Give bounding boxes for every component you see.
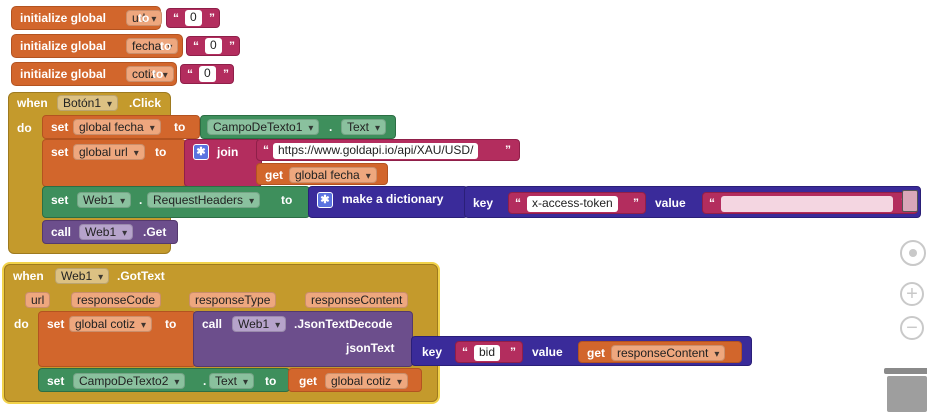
event-label: .GotText (117, 269, 165, 283)
var-field[interactable]: global fecha (73, 119, 161, 135)
init-label: initialize global (20, 39, 107, 53)
join-block[interactable]: ✱ join (184, 139, 262, 187)
init-fecha-string-block[interactable]: “ 0 ” (186, 36, 240, 56)
get-responsecontent-block[interactable]: get responseContent (578, 341, 742, 363)
key-label: key (422, 345, 443, 359)
set-global-fecha-block[interactable]: set global fecha to (42, 115, 200, 139)
set-label: set (51, 193, 69, 207)
zoom-in-icon[interactable]: + (900, 282, 924, 306)
init-cotiz-string-block[interactable]: “ 0 ” (180, 64, 234, 84)
var-field[interactable]: global url (73, 144, 145, 160)
string-value[interactable]: bid (474, 345, 501, 361)
string-value[interactable]: 0 (205, 38, 222, 54)
call-label: call (202, 317, 223, 331)
redacted-string-value[interactable] (721, 196, 893, 212)
set-label: set (51, 120, 69, 134)
value-socket-end (902, 190, 918, 212)
call-label: call (51, 225, 72, 239)
var-name-field[interactable]: url (126, 10, 163, 26)
string-value[interactable]: https://www.goldapi.io/api/XAU/USD/ (273, 143, 479, 159)
do-label: do (14, 317, 29, 331)
method-label: .Get (143, 225, 167, 239)
property-field[interactable]: Text (341, 119, 387, 135)
to-label: to (160, 39, 172, 53)
var-field[interactable]: global fecha (289, 167, 377, 183)
component-field[interactable]: Web1 (79, 224, 134, 240)
param-responsecode[interactable]: responseCode (71, 292, 162, 308)
set-campo2-text-block[interactable]: set CampoDeTexto2 . Text to (38, 368, 290, 392)
component-field[interactable]: CampoDeTexto2 (73, 373, 186, 389)
string-value[interactable]: 0 (199, 66, 216, 82)
init-global-cotiz-block[interactable]: initialize global cotiz to (11, 62, 177, 86)
component-field[interactable]: Web1 (77, 192, 132, 208)
key-label: key (473, 196, 494, 210)
jsontext-label: jsonText (346, 341, 395, 355)
join-label: join (217, 145, 239, 159)
when-label: when (17, 96, 48, 110)
var-field[interactable]: responseContent (611, 345, 726, 361)
url-string-block[interactable]: “ https://www.goldapi.io/api/XAU/USD/ ” (256, 139, 520, 161)
param-responsetype[interactable]: responseType (189, 292, 277, 308)
init-label: initialize global (20, 67, 107, 81)
init-url-string-block[interactable]: “ 0 ” (166, 8, 220, 28)
string-value[interactable]: 0 (185, 10, 202, 26)
to-label: to (265, 374, 277, 388)
zoom-out-icon[interactable]: − (900, 316, 924, 340)
value-label: value (532, 345, 563, 359)
var-field[interactable]: global cotiz (325, 373, 409, 389)
value-string-block[interactable]: “ ” (702, 192, 918, 214)
to-label: to (152, 67, 164, 81)
set-label: set (47, 317, 65, 331)
to-label: to (138, 11, 150, 25)
call-web1-get-block[interactable]: call Web1 .Get (42, 220, 178, 244)
to-label: to (155, 145, 167, 159)
set-web1-requestheaders-block[interactable]: set Web1 . RequestHeaders to (42, 186, 310, 218)
to-label: to (165, 317, 177, 331)
when-label: when (13, 269, 44, 283)
string-value[interactable]: x-access-token (527, 196, 618, 212)
component-field[interactable]: Botón1 (57, 95, 119, 111)
var-name-field[interactable]: cotiz (126, 66, 174, 82)
to-label: to (174, 120, 186, 134)
trash-icon[interactable] (884, 368, 927, 412)
property-field[interactable]: Text (209, 373, 255, 389)
component-field[interactable]: Web1 (55, 268, 110, 284)
get-global-fecha-block[interactable]: get global fecha (256, 163, 388, 185)
init-label: initialize global (20, 11, 107, 25)
set-label: set (51, 145, 69, 159)
param-responsecontent[interactable]: responseContent (305, 292, 409, 308)
component-field[interactable]: CampoDeTexto1 (207, 119, 320, 135)
set-global-cotiz-block[interactable]: set global cotiz to (38, 311, 196, 367)
param-url[interactable]: url (25, 292, 51, 308)
get-global-cotiz-block[interactable]: get global cotiz (288, 368, 422, 392)
do-label: do (17, 121, 32, 135)
gear-icon[interactable]: ✱ (193, 144, 209, 160)
var-field[interactable]: global cotiz (69, 316, 153, 332)
to-label: to (281, 193, 293, 207)
get-label: get (265, 168, 283, 182)
init-global-url-block[interactable]: initialize global url (11, 6, 163, 30)
make-dictionary-block[interactable]: ✱ make a dictionary (308, 186, 468, 218)
set-global-url-block[interactable]: set global url to (42, 139, 186, 187)
init-global-fecha-block[interactable]: initialize global fecha to (11, 34, 183, 58)
get-label: get (299, 374, 317, 388)
value-label: value (655, 196, 686, 210)
campo1-text-getter[interactable]: CampoDeTexto1 . Text (200, 115, 396, 139)
set-label: set (47, 374, 65, 388)
component-field[interactable]: Web1 (232, 316, 287, 332)
call-jsontextdecode-block[interactable]: call Web1 .JsonTextDecode jsonText (193, 311, 413, 367)
var-name-field[interactable]: fecha (126, 38, 179, 54)
get-label: get (587, 346, 605, 360)
method-label: .JsonTextDecode (294, 317, 393, 331)
property-field[interactable]: RequestHeaders (147, 192, 261, 208)
make-dict-label: make a dictionary (342, 192, 444, 206)
gear-icon[interactable]: ✱ (317, 192, 333, 208)
key-string-block[interactable]: “ bid ” (455, 341, 523, 363)
key-string-block[interactable]: “ x-access-token ” (508, 192, 646, 214)
target-icon[interactable] (900, 240, 926, 266)
event-label: .Click (129, 96, 162, 110)
